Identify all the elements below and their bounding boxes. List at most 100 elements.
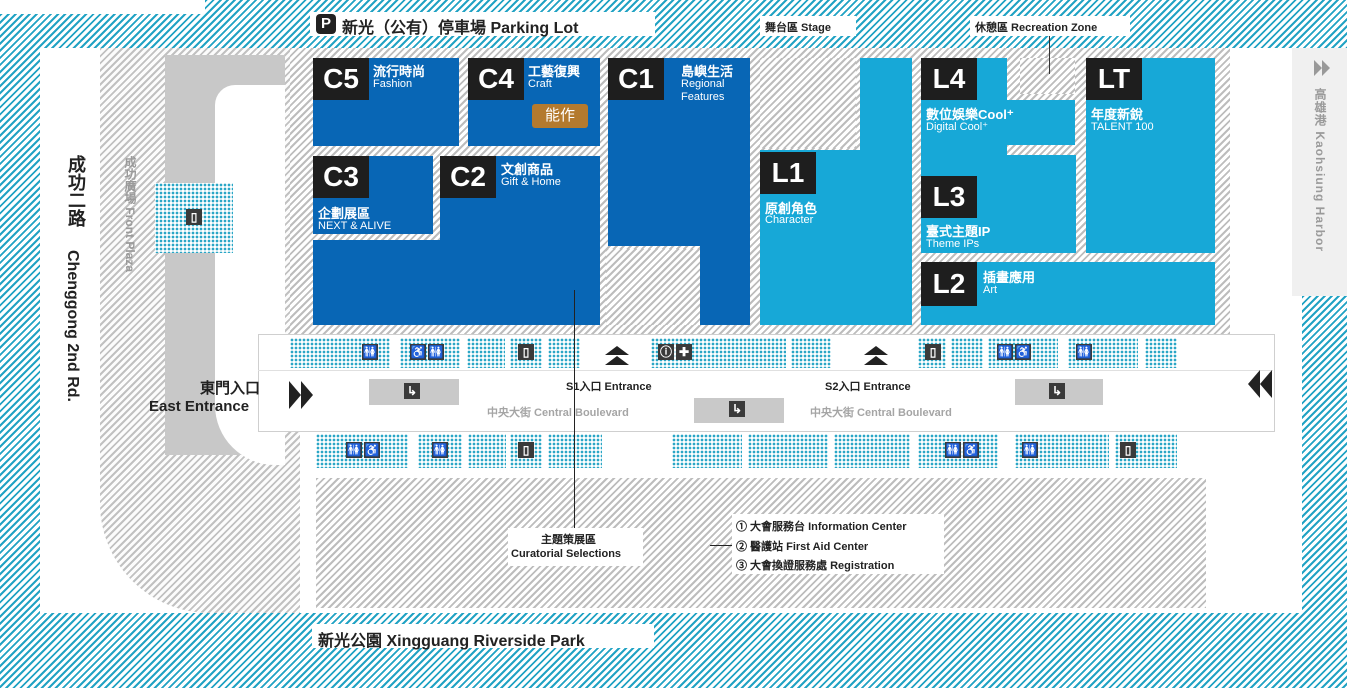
info-firstaid-facility[interactable]: ⓘ✚ bbox=[658, 344, 692, 360]
curatorial-label-en: Curatorial Selections bbox=[511, 548, 622, 560]
brand-badge[interactable]: 能作 bbox=[532, 104, 588, 128]
parking-label-bg bbox=[310, 12, 655, 36]
lift-facility[interactable]: ▯ bbox=[518, 442, 534, 458]
info-center-label: ① 大會服務台 Information Center bbox=[736, 521, 907, 533]
s1-entrance-label: S1入口 Entrance bbox=[566, 381, 652, 393]
hall-name-en: Craft bbox=[528, 78, 552, 90]
hall-name-zh: 年度新銳 bbox=[1091, 107, 1144, 122]
west-entrance-arrow-icon[interactable] bbox=[1260, 370, 1272, 398]
restroom-icon: 🚻 bbox=[432, 442, 448, 458]
hall-name-en: Digital Cool⁺ bbox=[926, 121, 989, 133]
stage-zone[interactable] bbox=[760, 58, 856, 148]
plaza-lift-facility[interactable]: ▯ bbox=[182, 205, 206, 229]
hall-name-zh: 數位娛樂Cool⁺ bbox=[926, 107, 1014, 122]
facility-zone bbox=[1145, 338, 1177, 368]
facility-zone bbox=[834, 434, 910, 468]
lift-facility[interactable]: ▯ bbox=[925, 344, 941, 360]
arrow-right-icon bbox=[1314, 60, 1322, 76]
park-label-bg bbox=[312, 624, 654, 648]
harbor-strip-bg bbox=[1230, 48, 1300, 338]
east-entrance-label-en: East Entrance bbox=[149, 398, 250, 415]
recreation-label-bg bbox=[970, 16, 1130, 36]
hall-name-en: Theme IPs bbox=[926, 238, 980, 250]
restroom-facility[interactable]: 🚻 bbox=[1022, 442, 1038, 458]
route-sign-facility[interactable]: ↳ bbox=[729, 401, 745, 417]
recreation-leader-line bbox=[1049, 36, 1050, 74]
restroom-accessible-facility[interactable]: 🚻♿ bbox=[997, 344, 1031, 360]
hall-name-en: TALENT 100 bbox=[1091, 121, 1154, 133]
route-icon: ↳ bbox=[1049, 383, 1065, 399]
recreation-label: 休憩區 Recreation Zone bbox=[975, 22, 1098, 34]
restroom-icon: 🚻 bbox=[1076, 344, 1092, 360]
route-icon: ↳ bbox=[404, 383, 420, 399]
restroom-facility[interactable]: 🚻 bbox=[1076, 344, 1092, 360]
facility-zone bbox=[467, 338, 505, 368]
route-sign-facility[interactable]: ↳ bbox=[1049, 383, 1065, 399]
curatorial-label-zh: 主題策展區 bbox=[541, 534, 596, 546]
s2-entrance-arrow-icon bbox=[864, 356, 888, 365]
curatorial-zone[interactable] bbox=[606, 249, 700, 325]
road-label-zh: 成功二路 bbox=[66, 155, 86, 227]
hall-name-en: NEXT & ALIVE bbox=[318, 220, 392, 232]
facility-zone bbox=[510, 338, 542, 368]
hall-name-zh: 島嶼生活 bbox=[681, 64, 734, 79]
parking-icon: P bbox=[316, 14, 336, 34]
hall-c2-lower bbox=[313, 240, 600, 325]
restroom-accessible-facility[interactable]: ♿🚻 bbox=[410, 344, 444, 360]
hall-name-en: Regional Features bbox=[681, 78, 725, 103]
restroom-facility[interactable]: 🚻 bbox=[362, 344, 378, 360]
hall-code: L1 bbox=[760, 152, 816, 194]
restroom-facility[interactable]: 🚻 bbox=[432, 442, 448, 458]
services-leader-line bbox=[710, 545, 732, 546]
hall-name-en: Gift & Home bbox=[501, 176, 561, 188]
restroom-icon: 🚻 bbox=[362, 344, 378, 360]
east-entrance-arrow-icon[interactable] bbox=[289, 381, 301, 409]
hall-code: C4 bbox=[468, 58, 524, 100]
east-entrance-arrow-icon[interactable] bbox=[301, 381, 313, 409]
restroom-icon: 🚻 bbox=[1022, 442, 1038, 458]
facility-zone bbox=[316, 434, 408, 468]
west-entrance-arrow-icon[interactable] bbox=[1248, 370, 1260, 398]
facility-zone bbox=[672, 434, 742, 468]
restroom-accessible-facility[interactable]: 🚻♿ bbox=[346, 442, 380, 458]
hall-name-zh: 流行時尚 bbox=[373, 64, 426, 79]
hall-name-en: Fashion bbox=[373, 78, 413, 90]
hall-name-zh: 文創商品 bbox=[501, 162, 554, 177]
lift-facility[interactable]: ▯ bbox=[1120, 442, 1136, 458]
accessible-icon: ♿ bbox=[1015, 344, 1031, 360]
facility-zone bbox=[468, 434, 506, 468]
facility-zone bbox=[748, 434, 828, 468]
boulevard-divider bbox=[258, 370, 1273, 371]
hall-l4-ext bbox=[1007, 100, 1075, 145]
lift-icon: ▯ bbox=[1120, 442, 1136, 458]
lift-icon: ▯ bbox=[925, 344, 941, 360]
hall-code: C1 bbox=[608, 58, 664, 100]
recreation-zone[interactable] bbox=[1020, 58, 1075, 94]
route-sign-facility[interactable]: ↳ bbox=[404, 383, 420, 399]
facility-zone bbox=[418, 434, 462, 468]
services-label-bg bbox=[732, 514, 944, 574]
facility-zone bbox=[548, 338, 580, 368]
curatorial-label-bg bbox=[508, 528, 643, 566]
facility-zone bbox=[791, 338, 831, 368]
accessible-icon: ♿ bbox=[410, 344, 426, 360]
hall-name-zh: 工藝復興 bbox=[528, 64, 581, 79]
lift-facility[interactable]: ▯ bbox=[518, 344, 534, 360]
route-icon: ↳ bbox=[729, 401, 745, 417]
facility-zone bbox=[290, 338, 390, 368]
hall-name-zh: 插畫應用 bbox=[983, 270, 1036, 285]
hall-code: C3 bbox=[313, 156, 369, 198]
facility-zone bbox=[951, 338, 983, 368]
boulevard-label: 中央大街 Central Boulevard bbox=[487, 407, 629, 419]
hall-code: LT bbox=[1086, 58, 1142, 100]
hall-name-zh: 臺式主題IP bbox=[926, 224, 991, 239]
hall-name-en: Character bbox=[765, 214, 814, 226]
hall-l1-top bbox=[860, 58, 912, 154]
hall-name-zh: 原創角色 bbox=[765, 201, 818, 216]
restroom-accessible-facility[interactable]: 🚻♿ bbox=[945, 442, 979, 458]
s1-entrance-arrow-icon bbox=[605, 346, 629, 355]
stage-label-bg bbox=[760, 16, 856, 36]
first-aid-label: ② 醫護站 First Aid Center bbox=[736, 541, 869, 553]
stage-label: 舞台區 Stage bbox=[765, 22, 832, 34]
restroom-icon: 🚻 bbox=[428, 344, 444, 360]
